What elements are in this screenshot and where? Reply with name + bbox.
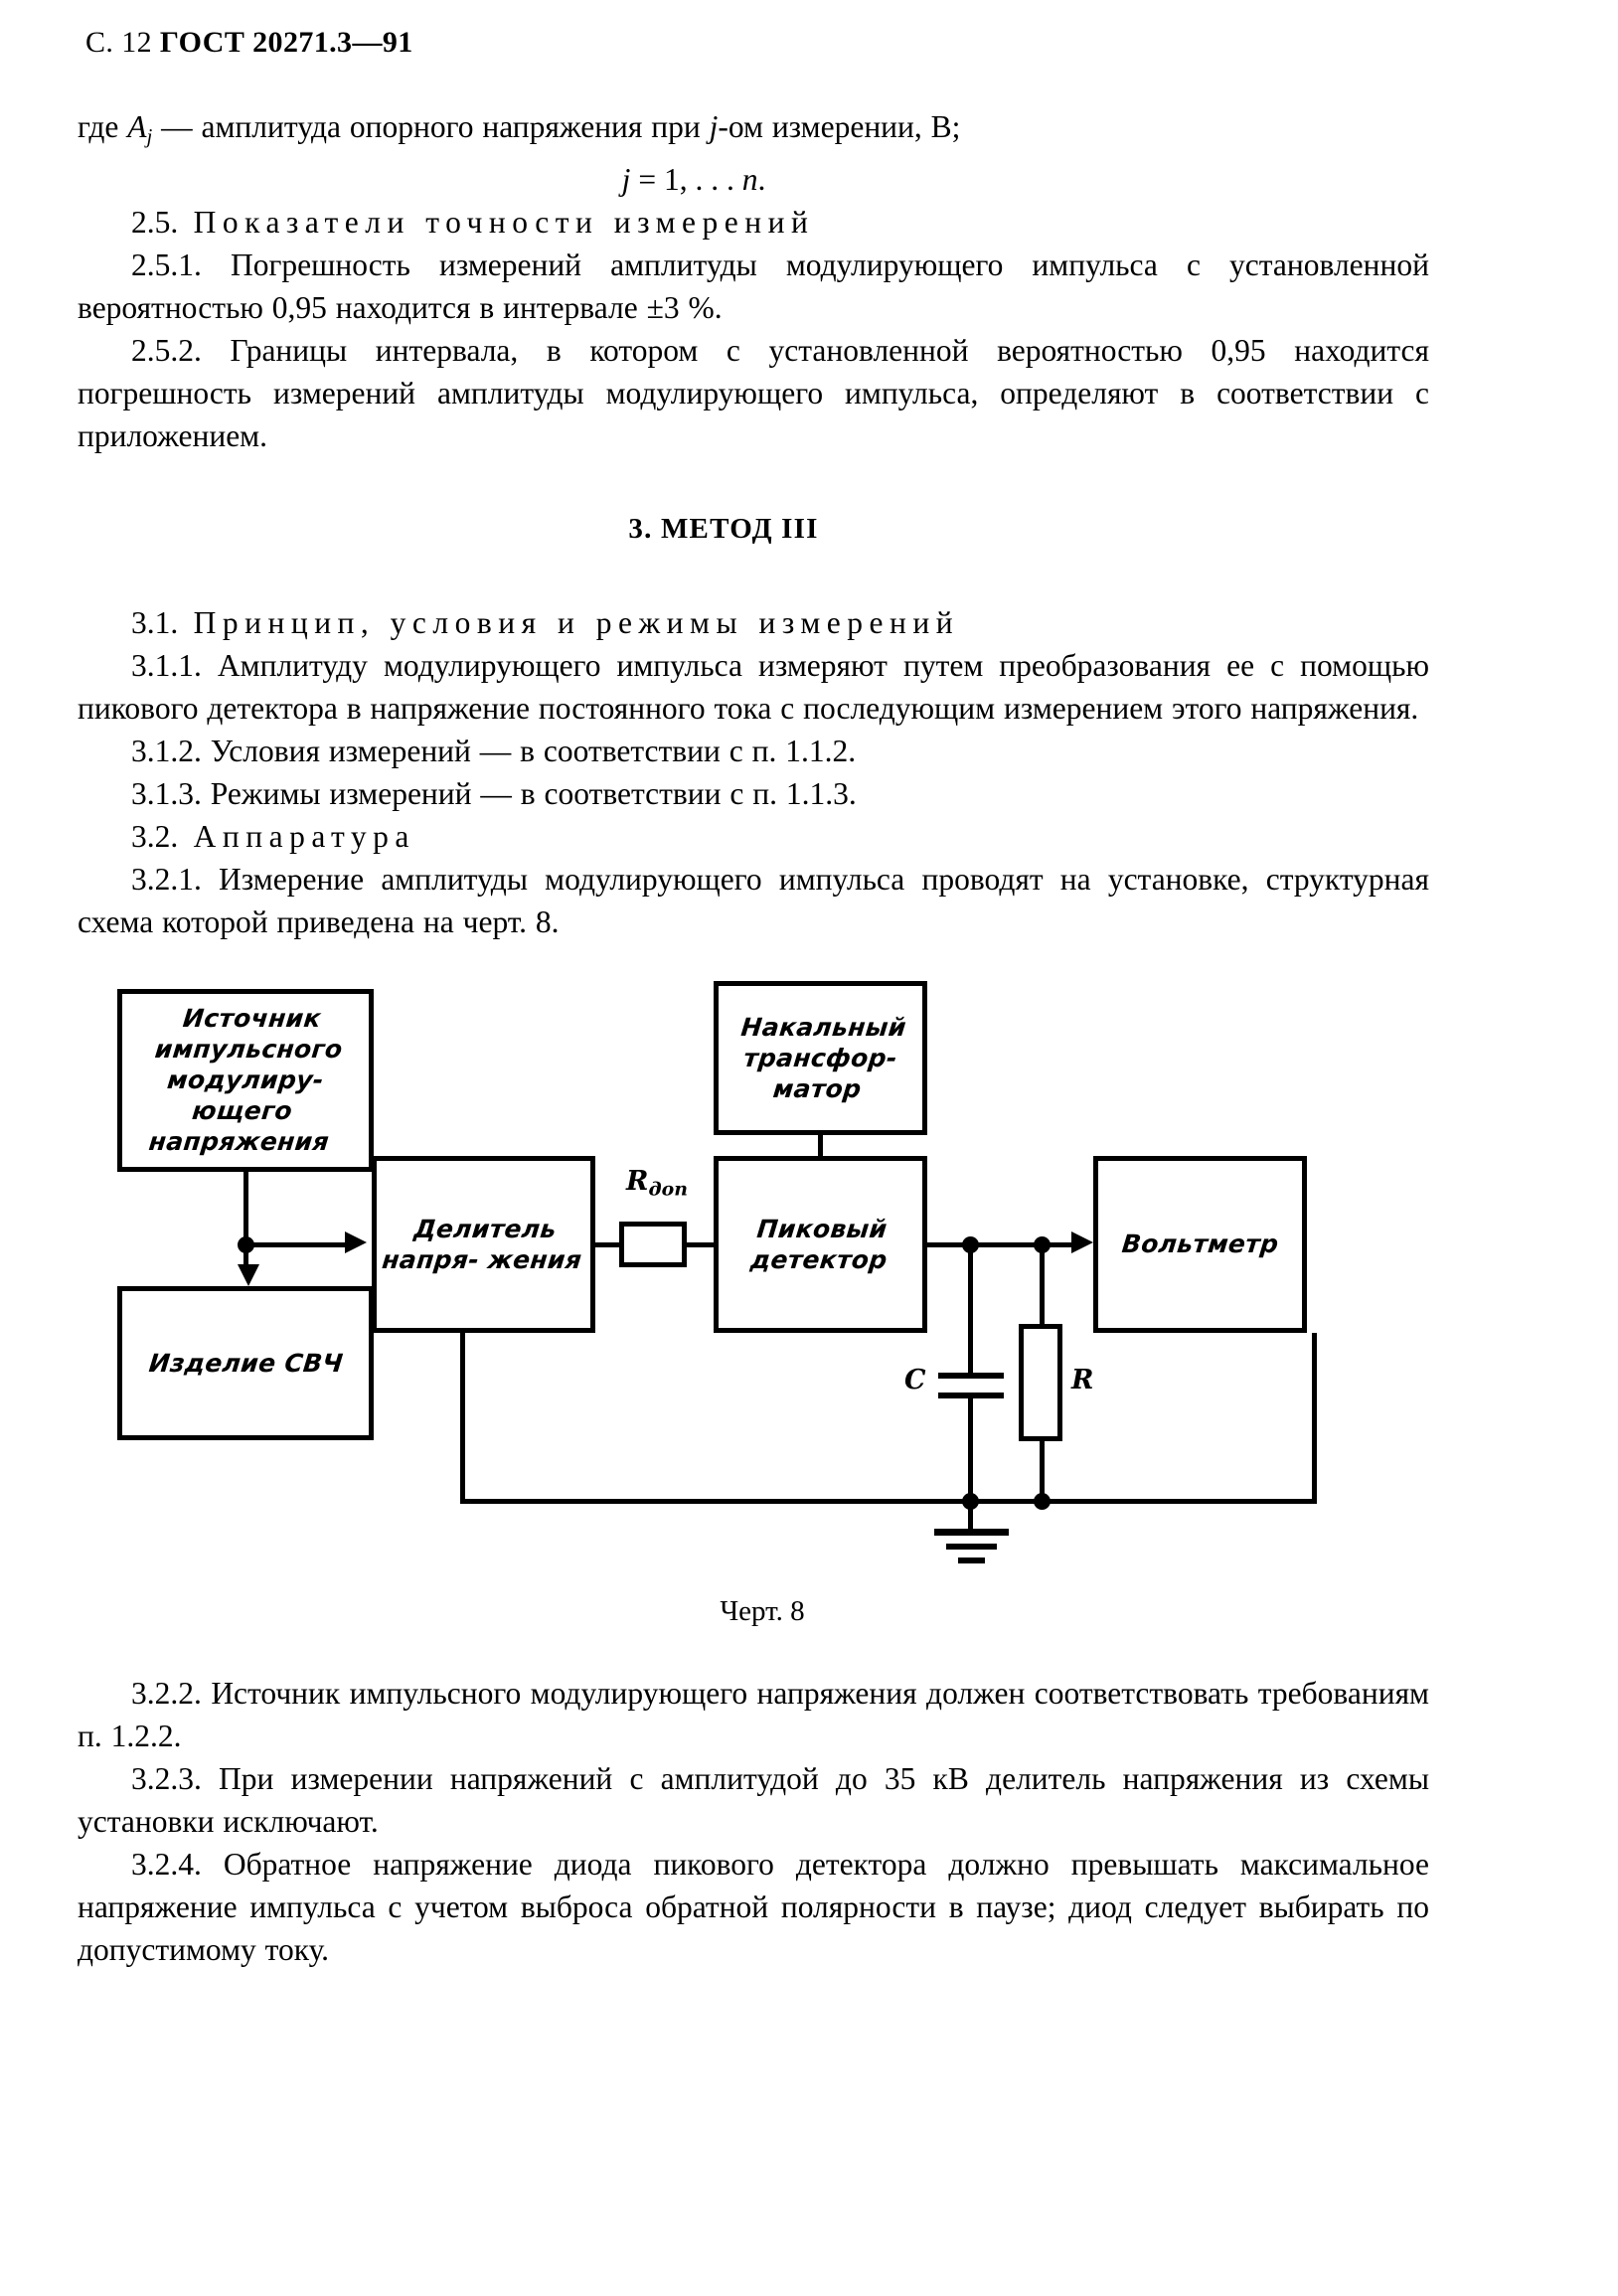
block-filament-transformer-label: Накальный трансфор- матор [739,1012,908,1103]
block-peak-detector: Пиковый детектор [714,1155,927,1333]
arrow-to-voltmeter [1071,1230,1093,1253]
capacitor-plate-top [938,1372,1004,1379]
paragraph-2-5-2: 2.5.2. Границы интервала, в котором с ус… [78,332,1429,453]
wire-source-to-device [243,1241,248,1264]
heading-3-1: 3.1. Принцип, условия и режимы измерений [131,604,960,640]
where-subscript: j [146,124,153,148]
wire-transformer-to-detector [818,1134,823,1158]
page-marker: С. 12 [85,26,153,59]
capacitor-plate-bottom [938,1392,1004,1398]
block-microwave-device: Изделие СВЧ [117,1285,374,1440]
running-head: С. 12 ГОСТ 20271.3—91 [85,26,1507,60]
wire-rdop-to-detector [685,1241,716,1247]
arrow-to-device [238,1263,259,1286]
ground-bar-1 [934,1528,1009,1536]
heading-3-2: 3.2. Аппаратура [131,818,415,854]
resistor-r [1019,1323,1062,1441]
main-text-column: где Aj — амплитуда опорного напряжения п… [78,105,1429,943]
block-voltage-divider-label: Делитель напря- жения [380,1214,583,1274]
paragraph-3-2-1: 3.2.1. Измерение амплитуды модулирующего… [78,861,1429,939]
block-pulse-source-label: Источник импульсного модулиру- ющего нап… [147,1004,345,1157]
wire-voltmeter-bottom-down [1312,1332,1317,1504]
wire-resistor-bottom [1040,1438,1045,1504]
formula-j-range: j = 1, . . . n. [621,161,766,197]
block-microwave-device-label: Изделие СВЧ [146,1348,345,1378]
wire-capacitor-bottom [968,1397,973,1504]
figure-8: Источник импульсного модулиру- ющего нап… [78,971,1429,1567]
block-filament-transformer: Накальный трансфор- матор [714,980,927,1135]
standard-number: ГОСТ 20271.3—91 [159,26,413,59]
paragraph-3-1-1: 3.1.1. Амплитуду модулирующего импульса … [78,647,1429,726]
resistor-r-dop [619,1221,687,1267]
paragraph-3-1-3: 3.1.3. Режимы измерений — в соответствии… [131,775,857,811]
wire-source-down [243,1171,248,1245]
paragraph-3-1-2: 3.1.2. Условия измерений — в соответстви… [131,733,857,768]
wire-bottom-bus [460,1498,1317,1504]
wire-capacitor-top [968,1241,973,1373]
paragraph-3-2-4: 3.2.4. Обратное напряжение диода пиковог… [78,1846,1429,1967]
wire-resistor-top [1040,1241,1045,1326]
ground-bar-3 [958,1557,985,1563]
label-r-dop-subscript: доп [648,1178,688,1201]
wire-divider-bottom-down [460,1332,465,1504]
paragraph-2-5-1: 2.5.1. Погрешность измерений амплитуды м… [78,246,1429,325]
label-r-dop: Rдоп [626,1166,688,1201]
block-voltmeter-label: Вольтметр [1120,1230,1280,1259]
block-pulse-source: Источник импульсного модулиру- ющего нап… [117,988,374,1172]
label-r-dop-letter: R [626,1165,649,1197]
bottom-text-column: 3.2.2. Источник импульсного модулирующег… [78,1672,1429,1971]
heading-2-5: 2.5. Показатели точности измерений [131,204,815,240]
where-line: где Aj — амплитуда опорного напряжения п… [78,109,961,148]
label-resistor: R [1071,1364,1094,1395]
figure-caption: Черт. 8 [720,1594,805,1627]
junction-node-ground-r [1034,1492,1051,1510]
block-voltage-divider: Делитель напря- жения [372,1155,595,1333]
block-peak-detector-label: Пиковый детектор [748,1214,890,1274]
wire-divider-to-rdop [595,1241,621,1247]
section-3-title: 3. МЕТОД III [628,512,819,545]
ground-bar-2 [946,1543,997,1550]
wire-source-to-divider [243,1241,345,1247]
block-voltmeter: Вольтметр [1093,1155,1307,1333]
label-capacitor: C [904,1364,926,1395]
arrow-to-divider [345,1230,367,1253]
paragraph-3-2-3: 3.2.3. При измерении напряжений с амплит… [78,1760,1429,1839]
paragraph-3-2-2: 3.2.2. Источник импульсного модулирующег… [78,1675,1429,1753]
wire-detector-to-voltmeter [927,1241,1071,1247]
wire-to-ground [968,1498,973,1529]
